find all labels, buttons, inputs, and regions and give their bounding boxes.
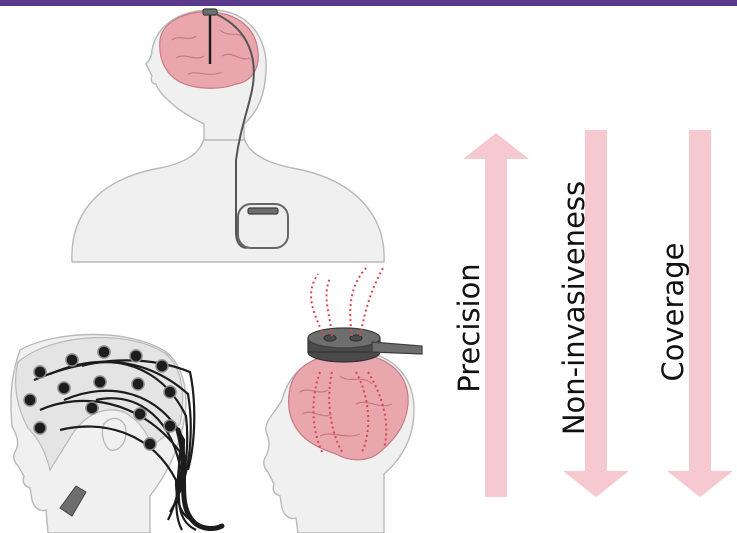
non-invasiveness-label: Non-invasiveness: [557, 181, 591, 435]
eeg-cap-illustration: [11, 335, 222, 533]
implant-illustration: [72, 9, 384, 262]
arrow-layer: [463, 130, 733, 497]
torso-shape: [72, 130, 384, 262]
ear: [102, 418, 126, 450]
coil-hole-left: [324, 335, 336, 341]
transcranial-illustration: [264, 266, 422, 533]
coil-top: [308, 328, 380, 348]
precision-label: Precision: [452, 263, 486, 392]
coil-handle: [372, 342, 422, 354]
coverage-label: Coverage: [656, 243, 690, 382]
pulse-generator-header: [248, 208, 278, 214]
burr-hole-cap: [203, 9, 217, 15]
magnetic-field-loops: [311, 266, 384, 336]
